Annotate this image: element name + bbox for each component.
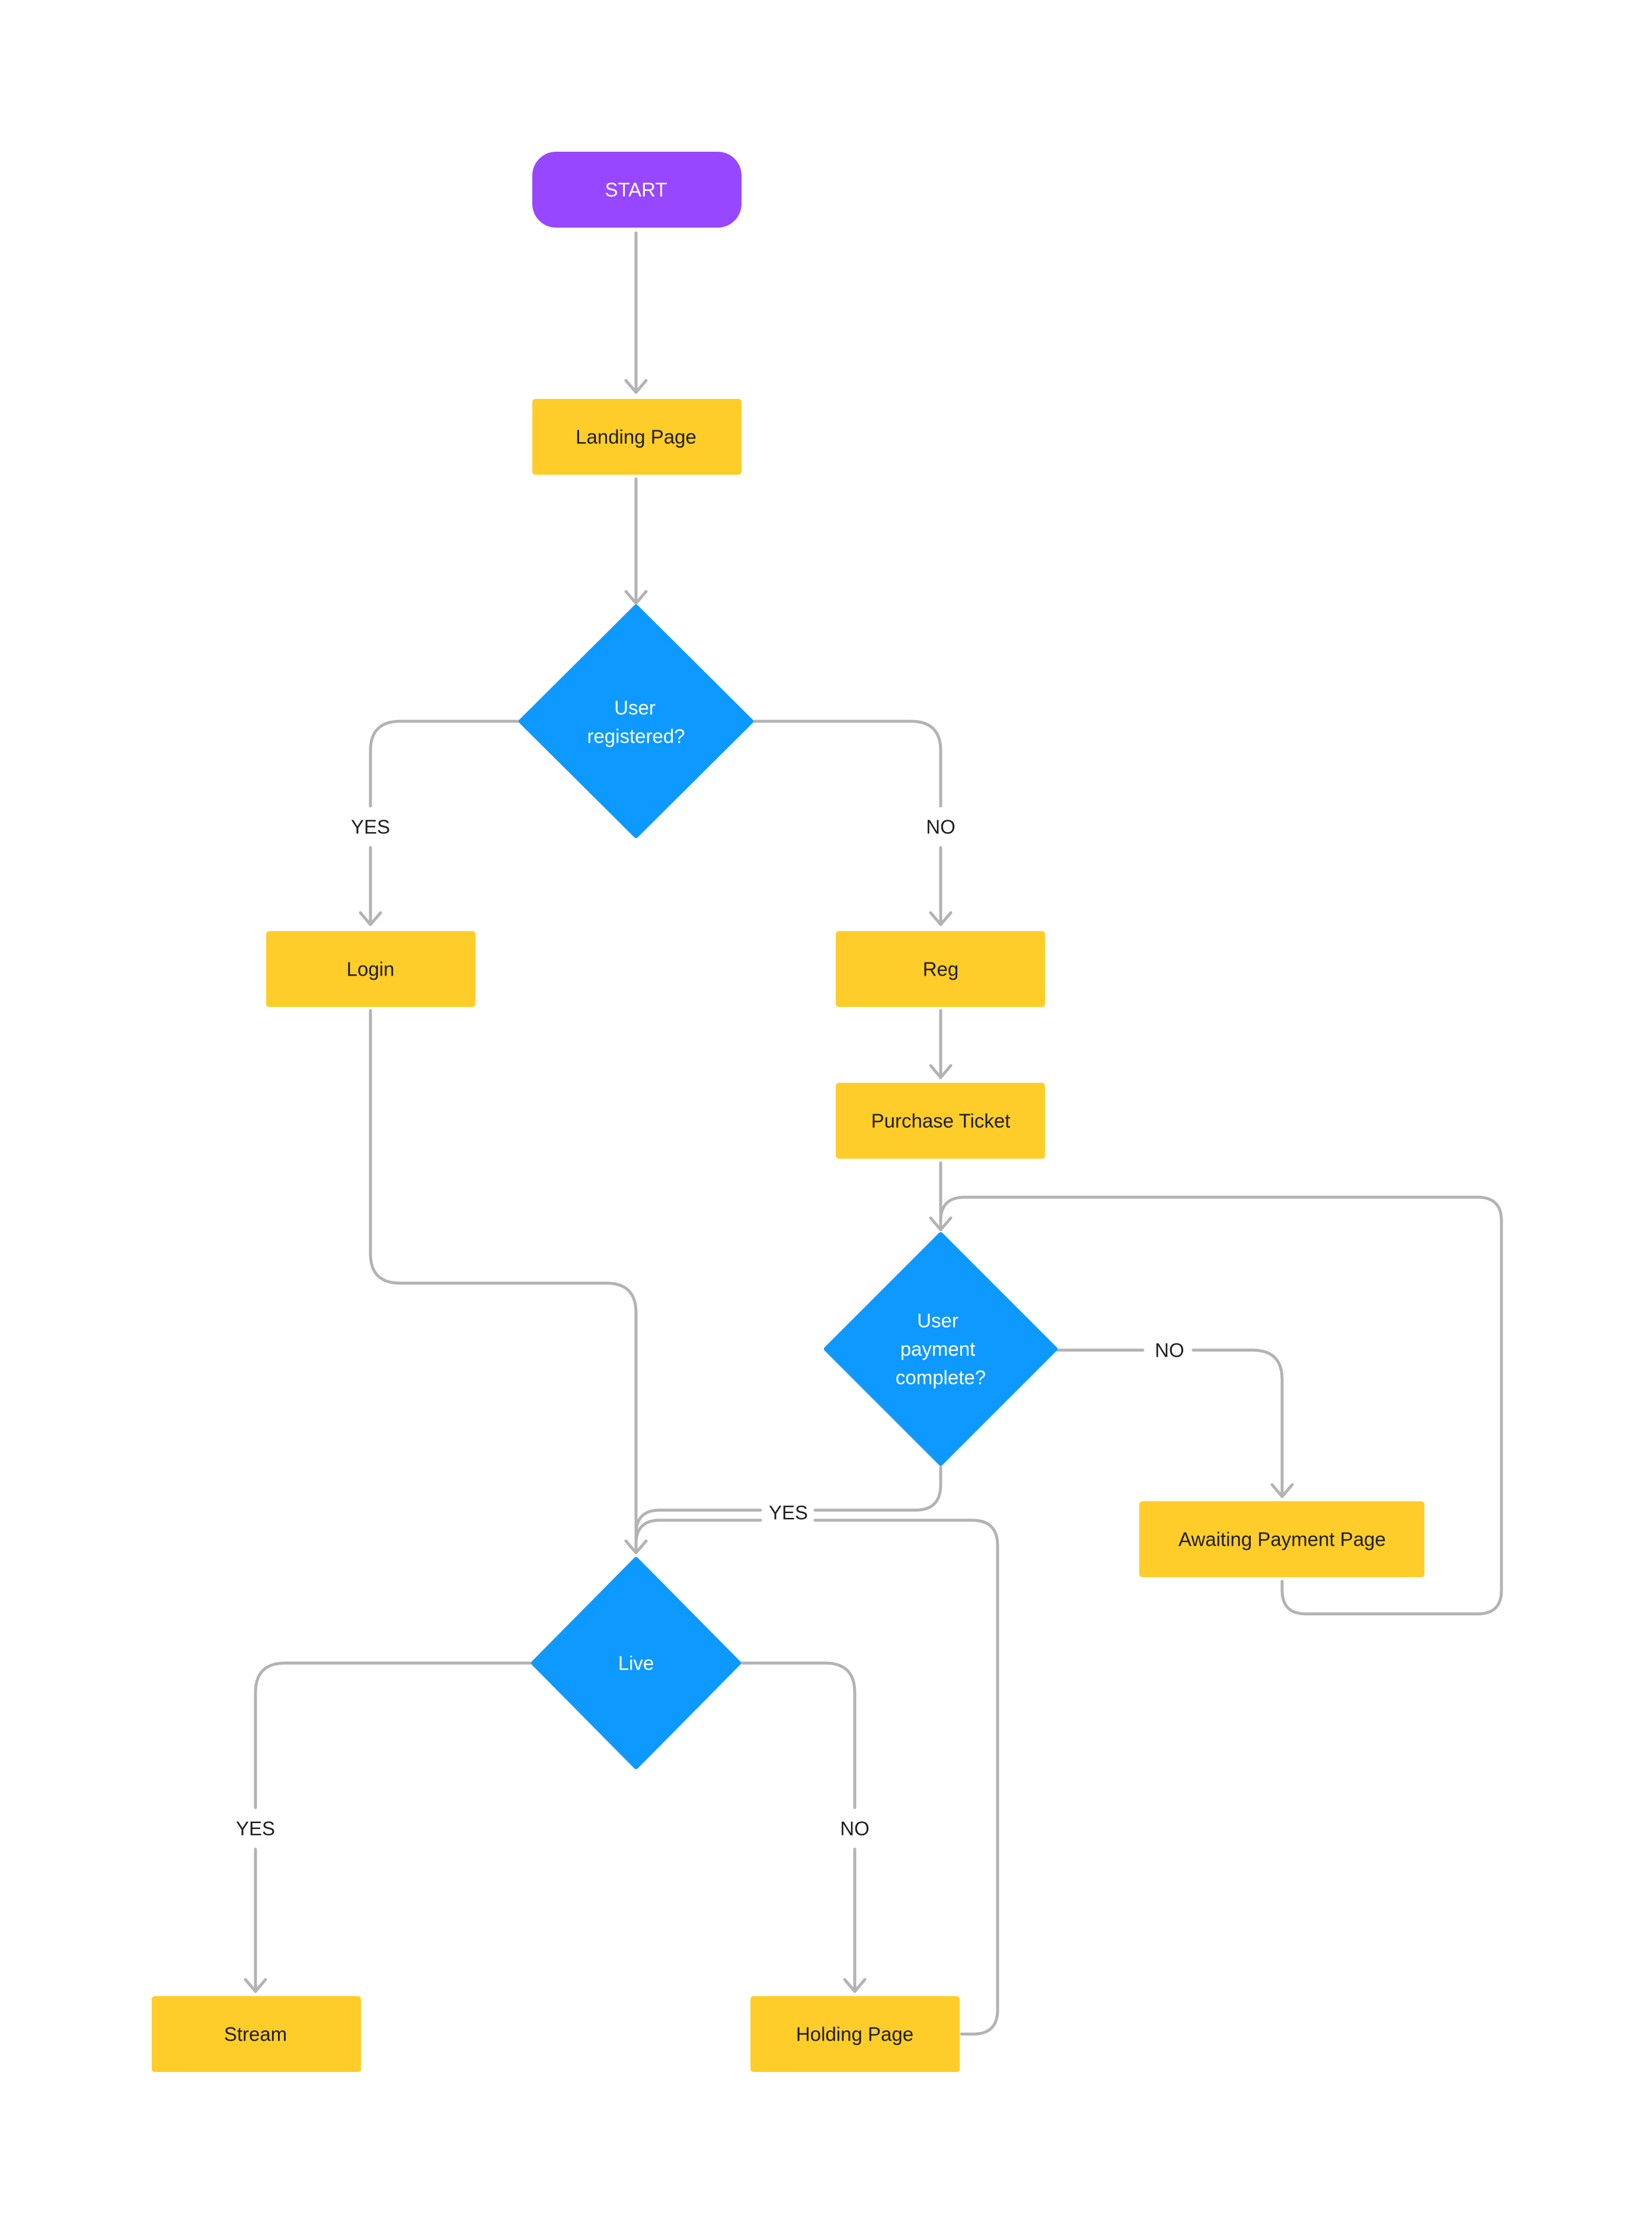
- nodes: START Landing Page User registered? Logi…: [152, 152, 1424, 2072]
- start-node-label: START: [605, 179, 667, 201]
- label-payment-no: NO: [1155, 1339, 1184, 1361]
- purchase-ticket-node[interactable]: Purchase Ticket: [836, 1083, 1045, 1159]
- user-payment-label-line3: complete?: [896, 1367, 986, 1389]
- reg-label: Reg: [923, 958, 959, 980]
- user-registered-label-line1: User: [614, 697, 656, 719]
- login-node[interactable]: Login: [266, 931, 475, 1007]
- awaiting-payment-page-node[interactable]: Awaiting Payment Page: [1139, 1501, 1424, 1577]
- connector-login-to-live: [369, 1009, 638, 1555]
- arrowhead-purchase: [929, 1064, 953, 1079]
- arrowhead-payment: [929, 1216, 953, 1232]
- user-payment-label-line2: payment: [900, 1338, 976, 1360]
- live-label: Live: [618, 1652, 654, 1674]
- label-registered-no: NO: [926, 816, 956, 838]
- stream-label: Stream: [224, 2023, 287, 2045]
- arrowhead-holding: [843, 1978, 867, 1993]
- user-payment-complete-decision[interactable]: User payment complete?: [824, 1232, 1057, 1466]
- connector-registered-yes: [369, 720, 521, 926]
- arrowhead-live: [624, 1539, 648, 1555]
- label-registered-yes: YES: [351, 816, 390, 838]
- connector-labels: YES NO NO YES YES NO: [236, 816, 1184, 1840]
- stream-node[interactable]: Stream: [152, 1996, 361, 2072]
- holding-page-node[interactable]: Holding Page: [750, 1996, 960, 2072]
- arrowhead-registered: [624, 590, 648, 605]
- connector-payment-yes: [634, 1465, 942, 1555]
- awaiting-payment-page-label: Awaiting Payment Page: [1178, 1529, 1386, 1550]
- arrowhead-reg: [929, 911, 953, 926]
- connector-payment-no: [1056, 1348, 1284, 1498]
- connectors: [244, 231, 1503, 2036]
- arrowhead-stream: [244, 1978, 267, 1993]
- holding-page-label: Holding Page: [796, 2023, 913, 2045]
- connector-awaiting-loop: [939, 1195, 1503, 1616]
- arrowhead-login: [359, 911, 382, 926]
- connector-live-no: [740, 1661, 857, 1993]
- label-live-yes: YES: [236, 1818, 275, 1840]
- user-registered-decision[interactable]: User registered?: [519, 605, 753, 838]
- connector-live-yes: [254, 1661, 532, 1993]
- connector-holding-loop: [634, 1518, 999, 2036]
- reg-node[interactable]: Reg: [836, 931, 1045, 1007]
- user-payment-label-line1: User: [917, 1310, 958, 1332]
- landing-page-label: Landing Page: [576, 426, 696, 448]
- purchase-ticket-label: Purchase Ticket: [871, 1110, 1011, 1132]
- label-payment-yes: YES: [769, 1502, 808, 1524]
- user-registered-label-line2: registered?: [587, 725, 685, 747]
- live-decision[interactable]: Live: [531, 1557, 741, 1769]
- arrowhead-landing: [624, 379, 648, 394]
- connector-registered-no: [752, 720, 942, 926]
- start-node[interactable]: START: [532, 152, 742, 228]
- landing-page-node[interactable]: Landing Page: [532, 399, 742, 475]
- arrowhead-awaiting: [1270, 1483, 1294, 1498]
- login-label: Login: [347, 958, 395, 980]
- label-live-no: NO: [840, 1818, 870, 1840]
